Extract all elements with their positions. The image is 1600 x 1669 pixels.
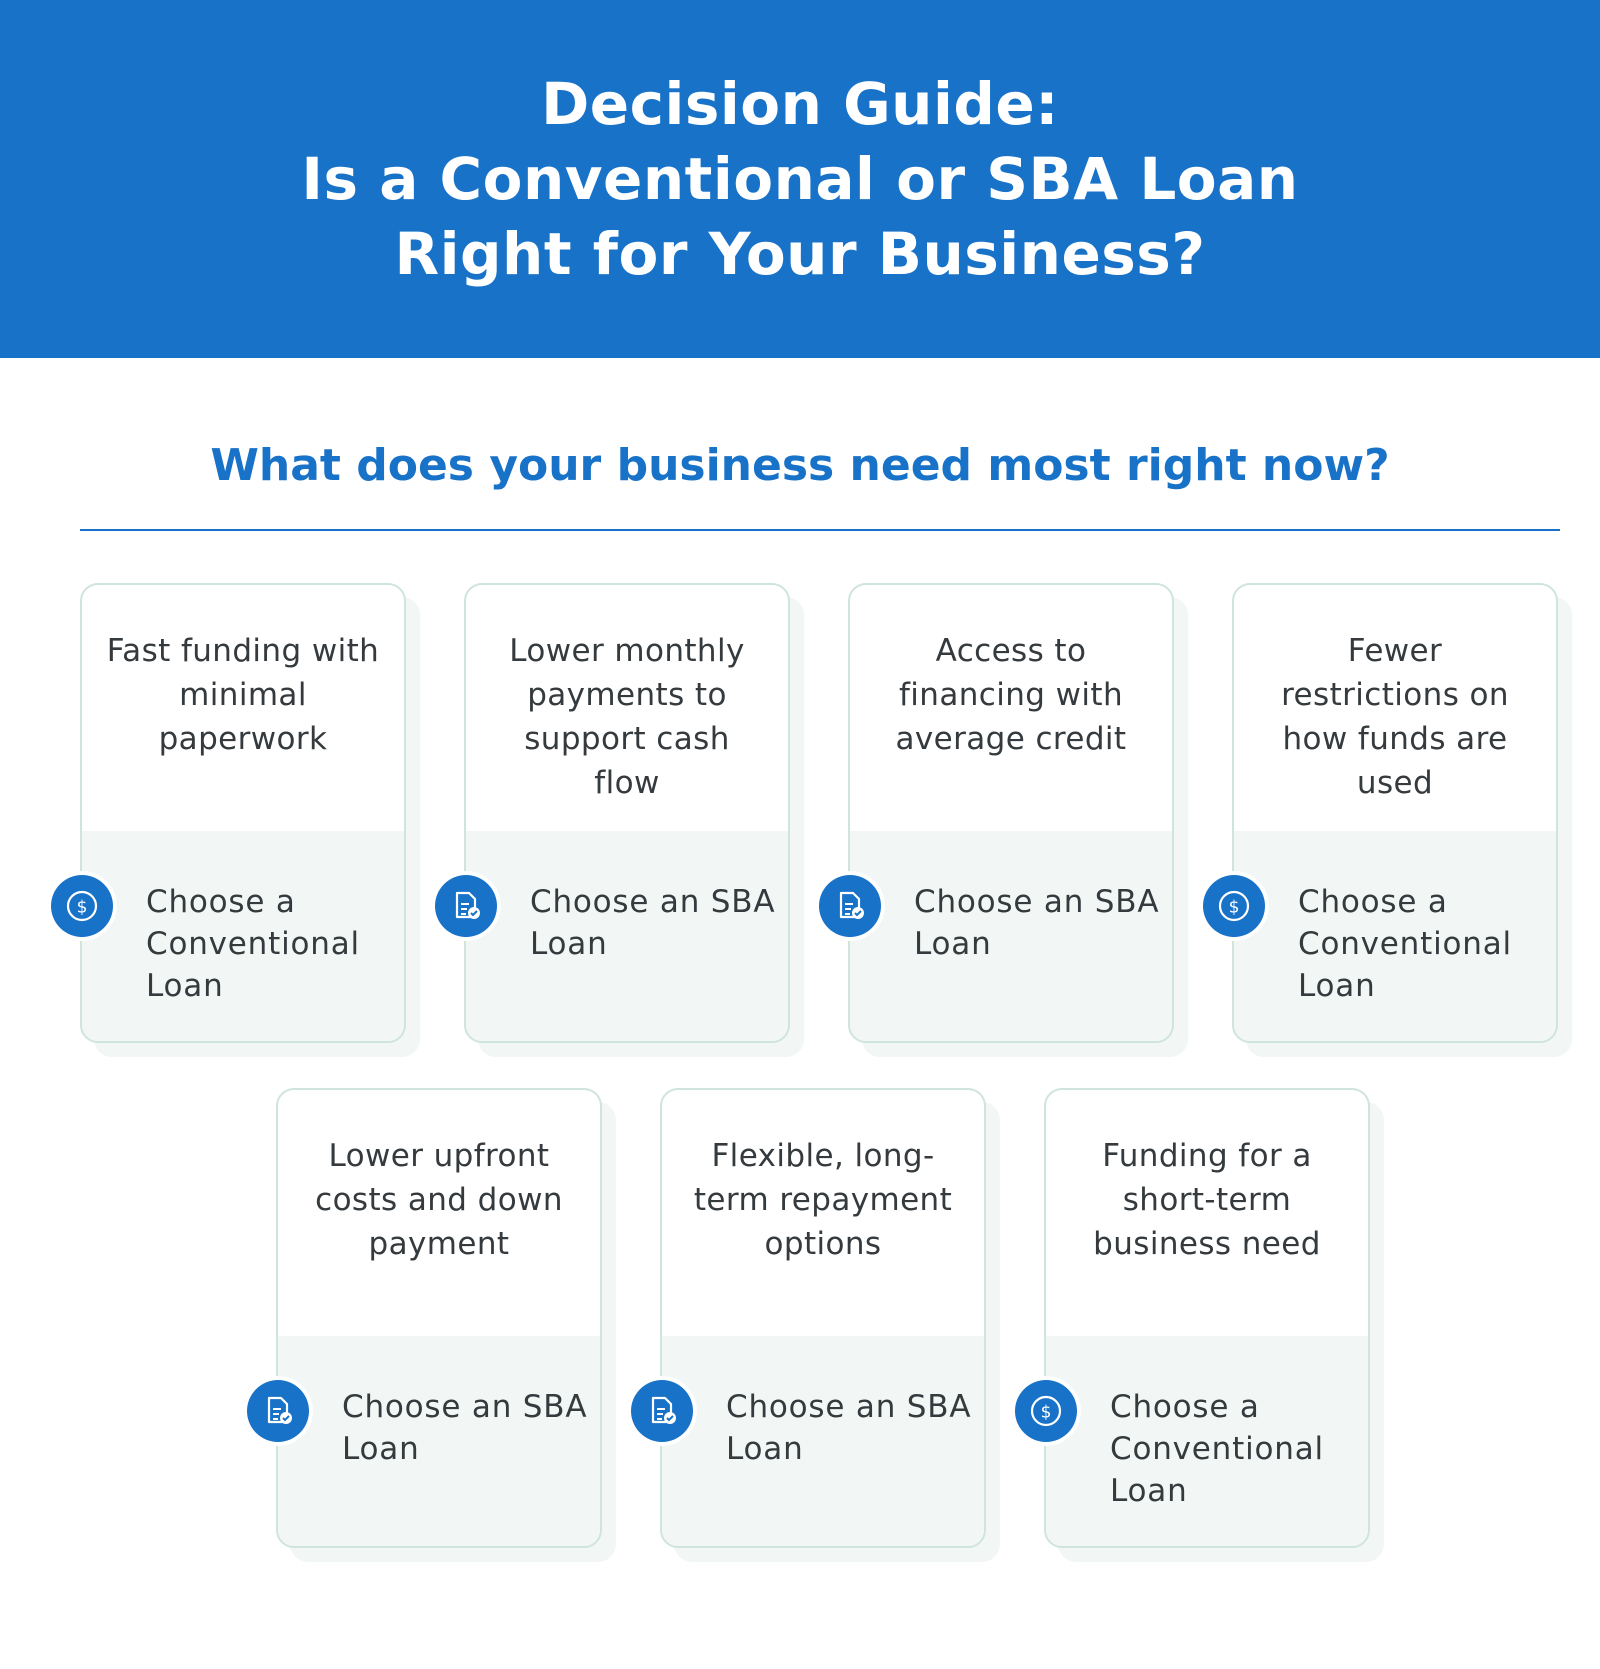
card-lower-upfront: Lower upfront costs and down payment Cho… [243, 1088, 616, 1562]
card-flexible-repayment: Flexible, long-term repayment options Ch… [627, 1088, 1000, 1562]
card-choice: Choose an SBA Loan [914, 884, 1160, 962]
title-line-2: Is a Conventional or SBA Loan [301, 144, 1299, 213]
card-choice: Choose an SBA Loan [342, 1389, 588, 1467]
svg-text:$: $ [77, 898, 88, 918]
card-lower-monthly: Lower monthly payments to support cash f… [431, 583, 804, 1057]
card-need: Lower upfront costs and down payment [315, 1138, 563, 1262]
header-banner: Decision Guide: Is a Conventional or SBA… [0, 0, 1600, 358]
svg-text:$: $ [1041, 1403, 1052, 1423]
card-short-term: Funding for a short-term business need C… [1011, 1088, 1384, 1562]
card-need: Fast funding with minimal paperwork [106, 633, 380, 757]
divider [80, 529, 1560, 531]
section-question: What does your business need most right … [210, 440, 1390, 491]
card-need: Access to financing with average credit [895, 633, 1127, 757]
card-need: Flexible, long-term repayment options [693, 1138, 953, 1262]
card-need: Lower monthly payments to support cash f… [509, 633, 745, 801]
card-choice: Choose an SBA Loan [530, 884, 776, 962]
card-choice: Choose a Conventional Loan [1110, 1389, 1324, 1509]
document-check-icon [631, 1380, 693, 1442]
svg-text:$: $ [1229, 898, 1240, 918]
dollar-circle-icon: $ [51, 875, 113, 937]
card-need: Fewer restrictions on how funds are used [1281, 633, 1509, 801]
dollar-circle-icon: $ [1203, 875, 1265, 937]
card-average-credit: Access to financing with average credit … [815, 583, 1188, 1057]
card-fast-funding: Fast funding with minimal paperwork Choo… [47, 583, 420, 1057]
card-need: Funding for a short-term business need [1093, 1138, 1321, 1262]
title-line-3: Right for Your Business? [394, 219, 1206, 288]
document-check-icon [247, 1380, 309, 1442]
document-check-icon [435, 875, 497, 937]
card-choice: Choose a Conventional Loan [146, 884, 360, 1004]
card-choice: Choose a Conventional Loan [1298, 884, 1512, 1004]
document-check-icon [819, 875, 881, 937]
card-fewer-restrictions: Fewer restrictions on how funds are used… [1199, 583, 1572, 1057]
title-line-1: Decision Guide: [541, 69, 1059, 138]
dollar-circle-icon: $ [1015, 1380, 1077, 1442]
card-choice: Choose an SBA Loan [726, 1389, 972, 1467]
